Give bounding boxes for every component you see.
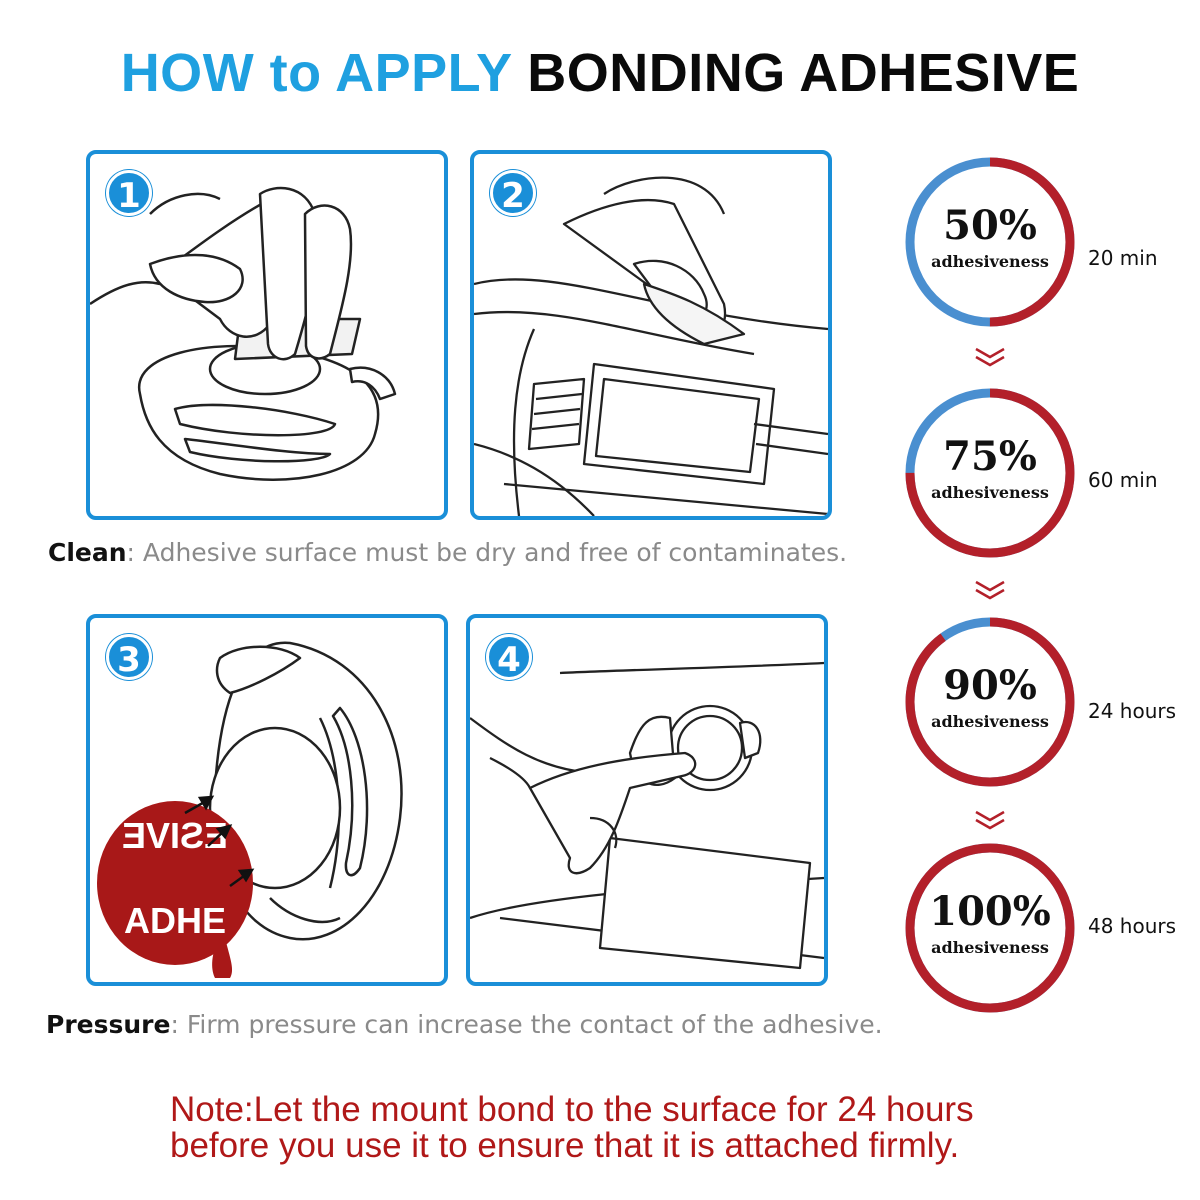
- stage-percent: 75%: [943, 433, 1037, 480]
- pressure-caption-text: : Firm pressure can increase the contact…: [170, 1010, 883, 1039]
- note-line-2: before you use it to ensure that it is a…: [170, 1126, 960, 1165]
- press-mount-illustration: [470, 661, 824, 970]
- stage-percent: 100%: [929, 888, 1051, 935]
- stage-time: 48 hours: [1088, 914, 1177, 938]
- stage-percent: 90%: [943, 662, 1037, 709]
- sticker-text-bottom: ADHE: [124, 900, 226, 941]
- attach-adhesive-illustration: ESIVE ADHE: [97, 641, 403, 978]
- step-1-panel: 1: [86, 150, 448, 520]
- page-title: HOW to APPLY BONDING ADHESIVE: [0, 42, 1200, 104]
- step-2-panel: 2: [470, 150, 832, 520]
- stage-time: 60 min: [1088, 468, 1158, 492]
- stage-ring-2: 75% adhesiveness: [900, 383, 1080, 563]
- progress-ring: [905, 843, 1075, 1013]
- step-2-badge: 2: [490, 170, 536, 216]
- step-4-panel: 4: [466, 614, 828, 986]
- arrow-icon: [184, 795, 255, 888]
- sticker-text-top: ESIVE: [122, 815, 228, 856]
- title-bonding-adhesive: BONDING ADHESIVE: [527, 43, 1080, 103]
- stage-time: 24 hours: [1088, 699, 1177, 723]
- step-1-badge: 1: [106, 170, 152, 216]
- step-3-badge: 3: [106, 634, 152, 680]
- chevron-down-icon: [975, 810, 1005, 830]
- clean-caption-text: : Adhesive surface must be dry and free …: [126, 538, 848, 567]
- progress-ring: [905, 617, 1075, 787]
- title-how-to-apply: HOW to APPLY: [120, 43, 512, 103]
- stage-ring-3: 90% adhesiveness: [900, 612, 1080, 792]
- chevron-down-icon: [975, 347, 1005, 367]
- clean-caption: Clean: Adhesive surface must be dry and …: [48, 538, 847, 567]
- step-4-badge: 4: [486, 634, 532, 680]
- stage-label: adhesiveness: [931, 252, 1049, 271]
- pressure-caption: Pressure: Firm pressure can increase the…: [46, 1010, 883, 1039]
- progress-ring: [905, 157, 1075, 327]
- step-3-panel: ESIVE ADHE 3: [86, 614, 448, 986]
- progress-ring: [905, 388, 1075, 558]
- pressure-caption-label: Pressure: [46, 1010, 171, 1039]
- bonding-note: Note:Let the mount bond to the surface f…: [170, 1092, 1130, 1164]
- chevron-down-icon: [975, 580, 1005, 600]
- stage-label: adhesiveness: [931, 938, 1049, 957]
- stage-ring-4: 100% adhesiveness: [900, 838, 1080, 1018]
- clean-caption-label: Clean: [48, 538, 127, 567]
- note-line-1: Note:Let the mount bond to the surface f…: [170, 1090, 974, 1129]
- stage-percent: 50%: [943, 202, 1037, 249]
- stage-ring-1: 50% adhesiveness: [900, 152, 1080, 332]
- peel-liner-illustration: [90, 186, 397, 481]
- stage-label: adhesiveness: [931, 712, 1049, 731]
- stage-label: adhesiveness: [931, 483, 1049, 502]
- clean-dashboard-illustration: [474, 176, 828, 516]
- stage-time: 20 min: [1088, 246, 1158, 270]
